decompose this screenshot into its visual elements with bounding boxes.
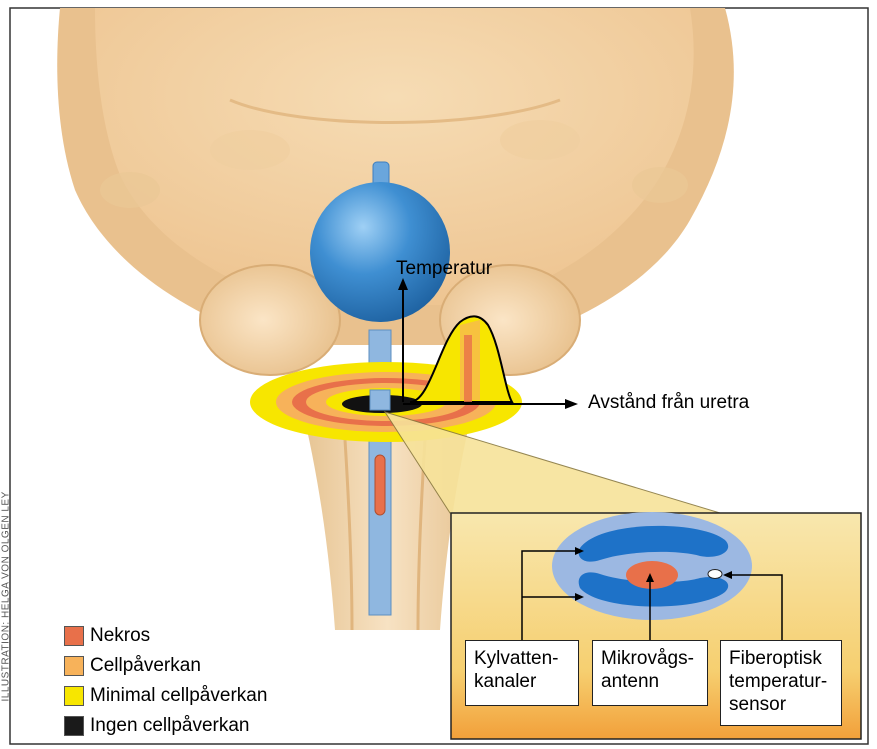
legend-swatch	[64, 686, 84, 706]
distance-label: Avstånd från uretra	[588, 392, 749, 414]
microwave-antenna-core	[626, 561, 678, 589]
cooling-channels-box: Kylvatten- kanaler	[465, 640, 579, 706]
legend-swatch	[64, 656, 84, 676]
legend-label: Cellpåverkan	[90, 655, 201, 677]
catheter-tip	[370, 390, 390, 410]
tissue-texture	[500, 120, 580, 160]
distance-axis-arrow	[565, 399, 578, 409]
catheter-balloon	[310, 182, 450, 322]
tissue-texture	[100, 172, 160, 208]
fiberoptic-sensor-dot	[708, 570, 722, 579]
legend-item-minimal: Minimal cellpåverkan	[64, 684, 267, 708]
legend-swatch	[64, 716, 84, 736]
legend-item-ingen: Ingen cellpåverkan	[64, 714, 250, 738]
legend-label: Minimal cellpåverkan	[90, 685, 267, 707]
legend-item-cellpaverkan: Cellpåverkan	[64, 654, 201, 678]
temperature-label: Temperatur	[396, 258, 492, 280]
microwave-antenna-box: Mikrovågs- antenn	[592, 640, 708, 706]
tissue-texture	[210, 130, 290, 170]
legend-label: Nekros	[90, 625, 150, 647]
legend-swatch	[64, 626, 84, 646]
tissue-texture	[632, 167, 688, 203]
legend-item-nekros: Nekros	[64, 624, 150, 648]
illustration-credit: ILLUSTRATION: HELGA VON OLGEN LEY	[1, 542, 12, 702]
fiberoptic-sensor-box: Fiberoptisk temperatur- sensor	[720, 640, 842, 726]
legend-label: Ingen cellpåverkan	[90, 715, 250, 737]
temperature-curve-core	[464, 335, 472, 402]
catheter-inner-segment	[375, 455, 385, 515]
